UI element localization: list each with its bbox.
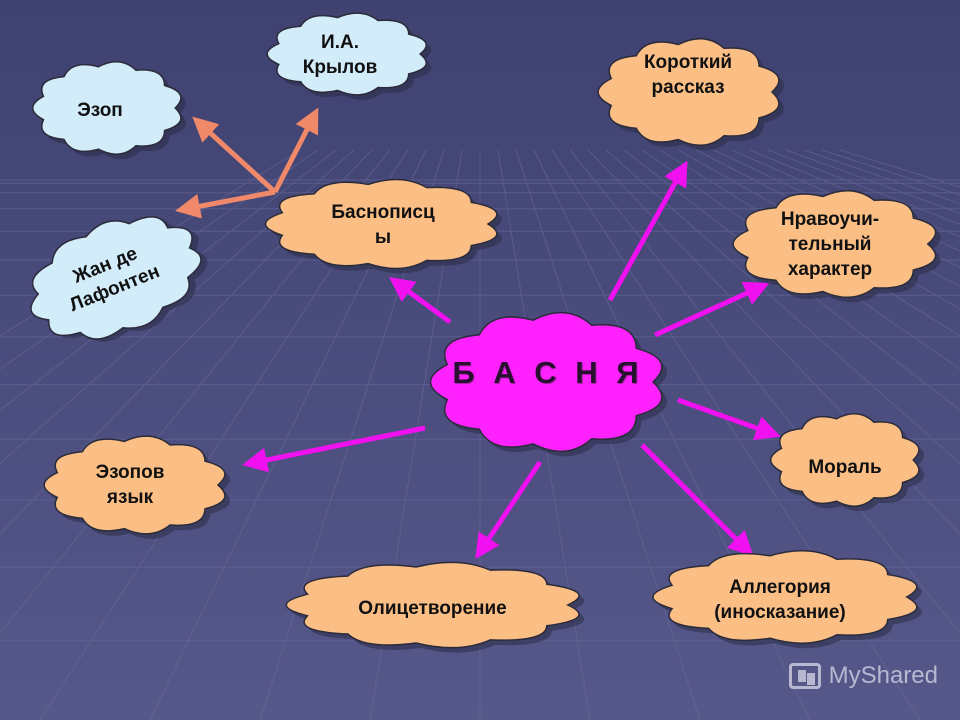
cloud-moral bbox=[769, 413, 924, 512]
arrow-to-nravouchitelny bbox=[653, 281, 770, 338]
cloud-nravouchitelny bbox=[732, 190, 941, 303]
arrow-to-basnopiscy bbox=[388, 277, 452, 325]
cloud-basnopiscy bbox=[264, 178, 502, 274]
arrow-to-allegoriya bbox=[640, 443, 754, 557]
cloud-allegoriya bbox=[652, 550, 922, 649]
arrow-to-korotkiy-rasskaz bbox=[607, 160, 688, 302]
arrow-to-krylov bbox=[272, 107, 319, 194]
slides-icon bbox=[788, 663, 821, 689]
arrow-to-ezop bbox=[192, 116, 277, 194]
arrow-to-olicetvorenie bbox=[475, 460, 543, 560]
arrow-to-moral bbox=[677, 397, 781, 441]
cloud-ezop bbox=[31, 61, 186, 160]
watermark-text: MyShared bbox=[828, 662, 938, 689]
cloud-ezopov-yazyk bbox=[43, 435, 230, 539]
arrow-to-ezopov-yazyk bbox=[242, 425, 426, 473]
arrow-to-lafonten bbox=[175, 189, 276, 219]
cloud-korotkiy-rasskaz bbox=[597, 38, 784, 151]
cloud-lafonten bbox=[30, 216, 208, 342]
cloud-basnya-center bbox=[429, 311, 667, 457]
cloud-olicetvorenie bbox=[285, 561, 585, 653]
watermark: MyShared bbox=[788, 662, 938, 690]
cloud-krylov bbox=[266, 12, 432, 100]
